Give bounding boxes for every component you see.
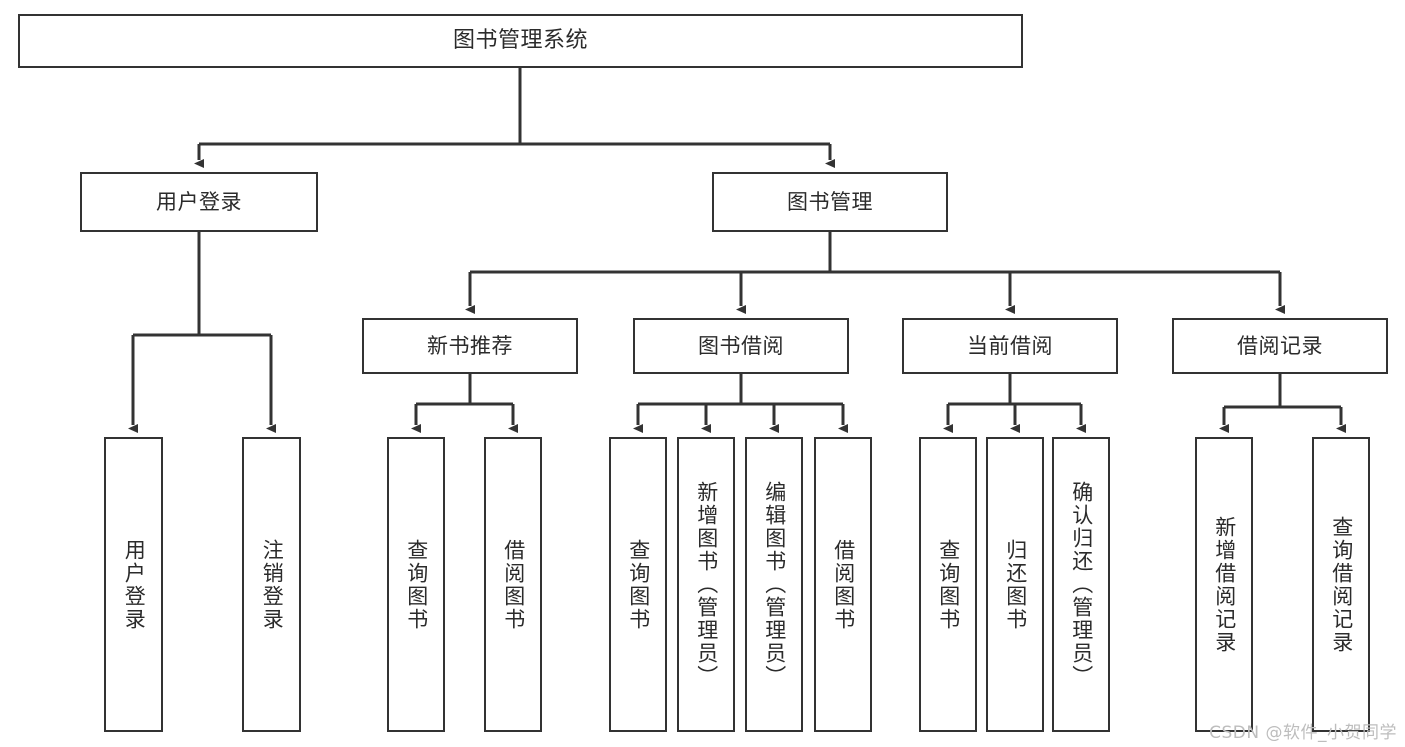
node-leaf-confirm-return[interactable]: 确认归还（管理员） (1052, 437, 1110, 732)
node-new-book-recommend-label: 新书推荐 (427, 333, 513, 358)
node-leaf-borrow-book-2-label: 借阅图书 (831, 538, 856, 631)
node-leaf-add-book-label: 新增图书（管理员） (694, 481, 719, 688)
node-root[interactable]: 图书管理系统 (18, 14, 1023, 68)
node-borrow-record-label: 借阅记录 (1237, 333, 1323, 358)
node-leaf-query-book-3[interactable]: 查询图书 (919, 437, 977, 732)
node-leaf-edit-book-label: 编辑图书（管理员） (762, 481, 787, 688)
node-leaf-confirm-return-label: 确认归还（管理员） (1069, 481, 1094, 688)
node-book-borrow-label: 图书借阅 (698, 333, 784, 358)
node-leaf-add-record-label: 新增借阅记录 (1212, 515, 1237, 654)
node-user-login[interactable]: 用户登录 (80, 172, 318, 232)
node-book-manage-label: 图书管理 (787, 189, 873, 214)
node-leaf-add-record[interactable]: 新增借阅记录 (1195, 437, 1253, 732)
node-leaf-borrow-book-2[interactable]: 借阅图书 (814, 437, 872, 732)
watermark: CSDN @软件_小贺同学 (1209, 723, 1397, 743)
node-leaf-query-record[interactable]: 查询借阅记录 (1312, 437, 1370, 732)
node-leaf-logout-login[interactable]: 注销登录 (242, 437, 301, 732)
node-leaf-query-book-3-label: 查询图书 (936, 538, 961, 631)
node-root-label: 图书管理系统 (452, 28, 588, 54)
node-leaf-query-book-1[interactable]: 查询图书 (387, 437, 445, 732)
node-current-borrow[interactable]: 当前借阅 (902, 318, 1118, 374)
node-leaf-query-book-2-label: 查询图书 (626, 538, 651, 631)
node-leaf-return-book[interactable]: 归还图书 (986, 437, 1044, 732)
node-leaf-query-record-label: 查询借阅记录 (1329, 515, 1354, 654)
node-book-borrow[interactable]: 图书借阅 (633, 318, 849, 374)
node-borrow-record[interactable]: 借阅记录 (1172, 318, 1388, 374)
node-new-book-recommend[interactable]: 新书推荐 (362, 318, 578, 374)
node-leaf-logout-login-label: 注销登录 (260, 538, 285, 631)
node-leaf-edit-book[interactable]: 编辑图书（管理员） (745, 437, 803, 732)
node-book-manage[interactable]: 图书管理 (712, 172, 948, 232)
node-leaf-user-login-label: 用户登录 (122, 538, 147, 631)
node-leaf-borrow-book-1[interactable]: 借阅图书 (484, 437, 542, 732)
node-leaf-return-book-label: 归还图书 (1003, 538, 1028, 631)
node-current-borrow-label: 当前借阅 (967, 333, 1053, 358)
node-leaf-borrow-book-1-label: 借阅图书 (501, 538, 526, 631)
node-user-login-label: 用户登录 (156, 189, 242, 214)
node-leaf-query-book-1-label: 查询图书 (404, 538, 429, 631)
node-leaf-query-book-2[interactable]: 查询图书 (609, 437, 667, 732)
node-leaf-add-book[interactable]: 新增图书（管理员） (677, 437, 735, 732)
node-leaf-user-login[interactable]: 用户登录 (104, 437, 163, 732)
